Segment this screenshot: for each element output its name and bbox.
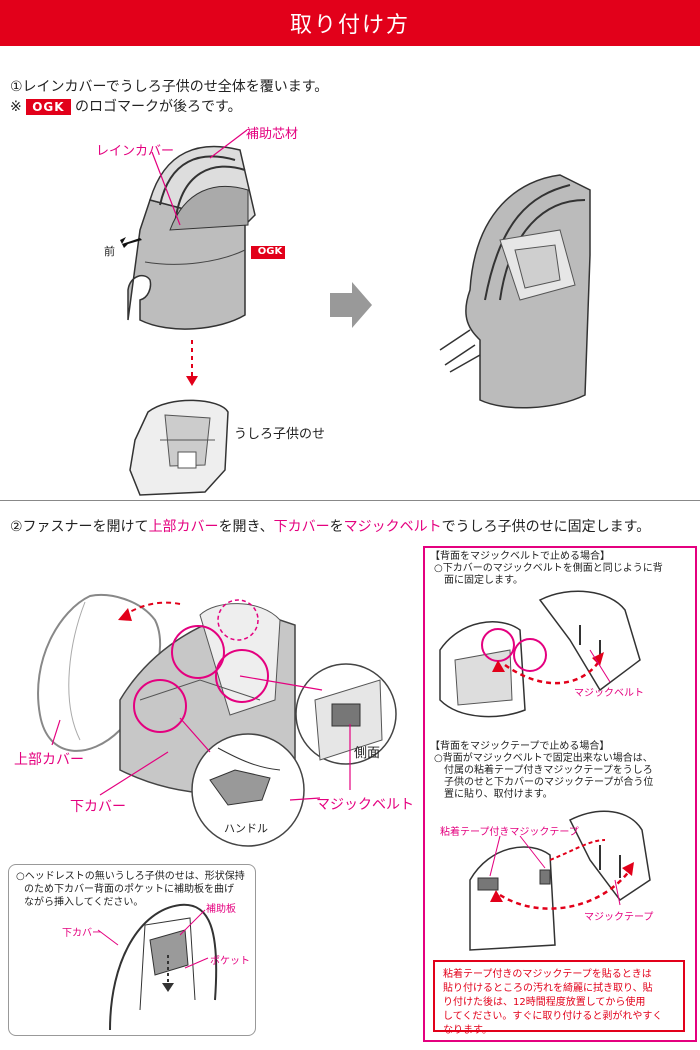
headrest-label-pocket: ポケット <box>210 952 250 967</box>
headrest-label-board: 補助板 <box>206 900 236 915</box>
headrest-label-lower: 下カバー <box>62 924 102 939</box>
